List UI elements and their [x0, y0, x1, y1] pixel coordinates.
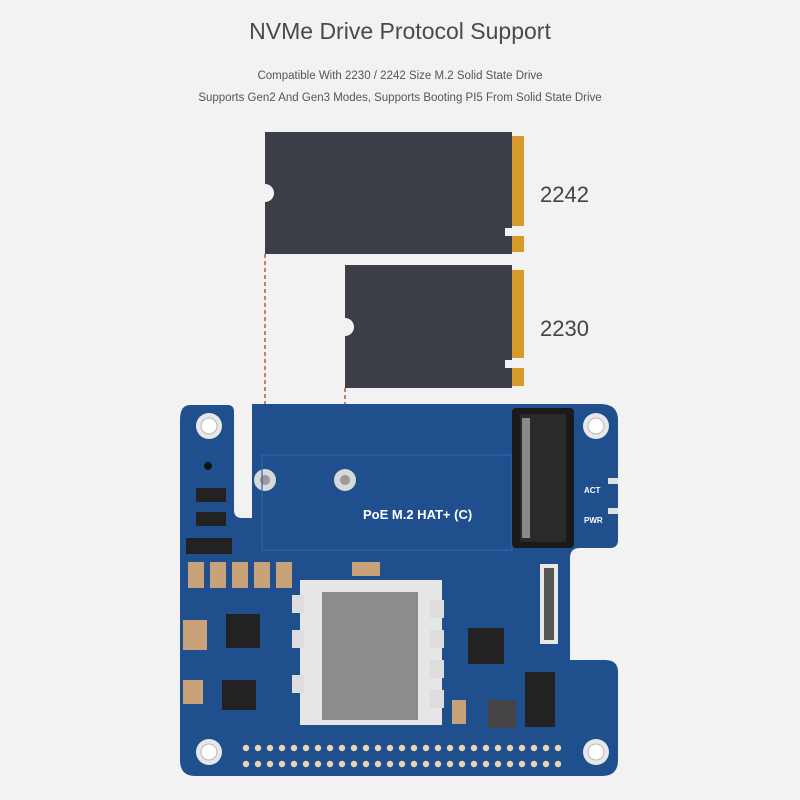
pcb-board: [180, 404, 618, 776]
ssd-2230: [345, 265, 524, 388]
fpc-connector: [540, 564, 558, 644]
ssd-2242: [265, 132, 524, 254]
chip: [525, 672, 555, 727]
ssd-2230-gold-contacts: [512, 270, 524, 358]
poe-transformer: [292, 580, 444, 725]
ssd-2230-size-label: 2230: [540, 316, 589, 341]
board-name-label: PoE M.2 HAT+ (C): [363, 507, 473, 522]
pwr-led: [608, 508, 618, 514]
pwr-led-label: PWR: [584, 516, 603, 525]
chip: [468, 628, 504, 664]
chip: [222, 680, 256, 710]
ssd-2242-size-label: 2242: [540, 182, 589, 207]
act-led-label: ACT: [584, 486, 601, 495]
ssd-2242-gold-contacts: [512, 136, 524, 226]
page-title: NVMe Drive Protocol Support: [249, 18, 551, 44]
act-led: [608, 478, 618, 484]
subtitle-modes: Supports Gen2 And Gen3 Modes, Supports B…: [198, 92, 602, 104]
inductor: [488, 700, 516, 728]
chip: [226, 614, 260, 648]
capacitor-row: [188, 562, 380, 588]
m2-connector: [512, 408, 574, 548]
subtitle-compatibility: Compatible With 2230 / 2242 Size M.2 Sol…: [257, 70, 543, 82]
gpio-header: [242, 744, 562, 768]
